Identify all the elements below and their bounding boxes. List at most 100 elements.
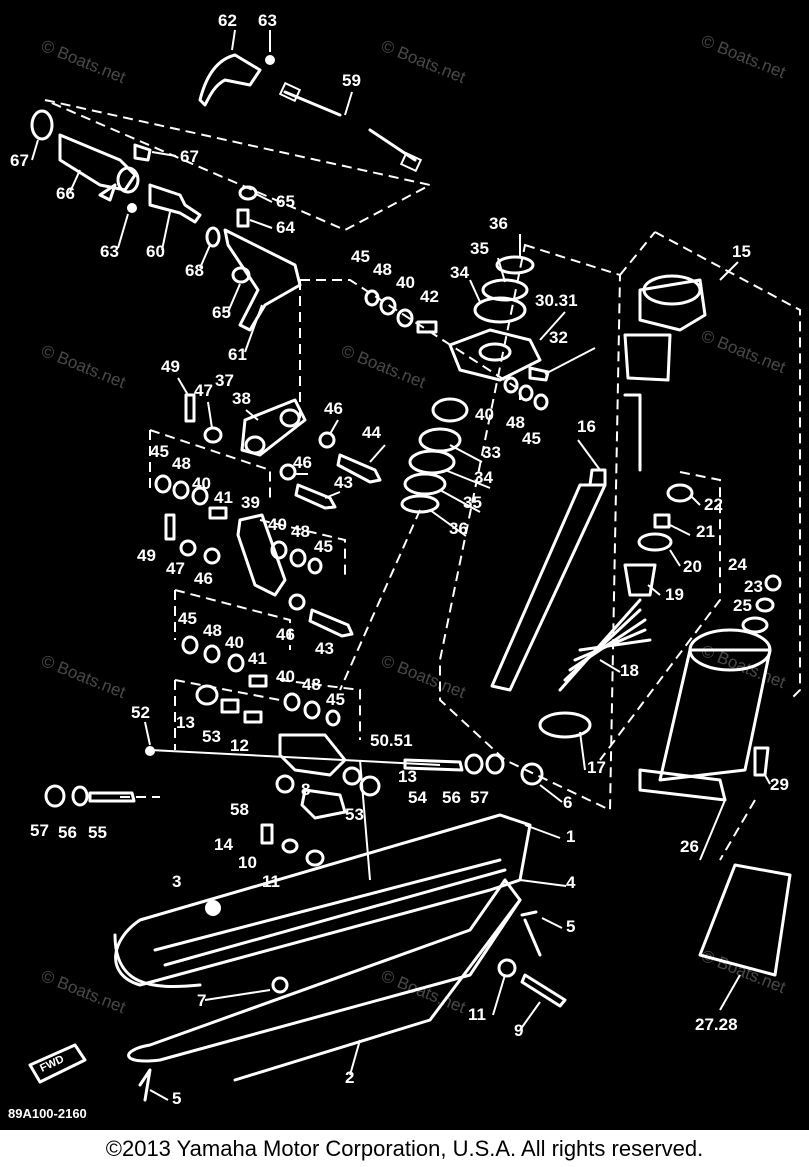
part-6-washer [520,762,544,786]
part-17-seat [538,711,592,739]
callout-35: 35 [463,493,482,512]
callout-24: 24 [728,555,747,574]
part-66-tube [58,133,137,192]
group-bracket [174,589,291,650]
callout-22: 22 [704,495,723,514]
group-outline-15 [654,231,801,701]
callout-44: 44 [362,423,381,442]
part-49-pin [164,513,176,541]
part-48-seal [518,384,534,402]
part-14-plate [260,823,274,845]
fwd-arrow-icon [28,1043,87,1084]
part-2-wear-bar [233,898,522,1082]
part-4-ski-runner [127,878,522,1063]
callout-34: 34 [450,263,469,282]
part-32-bolt [528,366,550,382]
shock-absorber [339,231,801,977]
part-11-nut [305,849,325,867]
callout-35: 35 [470,239,489,258]
callout-48: 48 [373,260,392,279]
part-48-seal [172,480,190,500]
callout-49: 49 [161,357,180,376]
part-65-washer [238,185,258,201]
callout-40: 40 [268,515,287,534]
part-58-cap [275,774,295,794]
callout-45: 45 [326,690,345,709]
steering-column-parts [30,53,433,332]
watermark: © Boats.net [39,341,129,392]
callout-37: 37 [215,371,234,390]
exploded-view-drawing: © Boats.net © Boats.net © Boats.net © Bo… [8,11,801,1121]
part-56-washer [71,785,89,807]
part-37-bushing [244,435,266,455]
part-13-bushing [195,684,219,706]
watermark: © Boats.net [339,341,429,392]
group-bracket [279,679,361,740]
callout-57: 57 [30,821,49,840]
callout-66: 66 [56,184,75,203]
group-bracket [149,429,271,500]
part-40-bushing [270,540,288,560]
part-15-body [623,333,672,382]
callout-46: 46 [324,399,343,418]
callout-38: 38 [232,389,251,408]
callout-56: 56 [58,823,77,842]
part-45-cap [325,709,341,727]
part-47-washer [179,539,197,557]
callout-6: 6 [563,793,572,812]
callout-45: 45 [314,537,333,556]
callout-56: 56 [442,788,461,807]
part-41-collar [208,506,228,520]
watermark: © Boats.net [39,651,129,702]
part-5-bolt [138,1068,152,1102]
callout-36: 36 [489,214,508,233]
callout-25: 25 [733,596,752,615]
callout-40: 40 [276,667,295,686]
callout-46: 46 [276,625,295,644]
part-24-nut [764,574,782,592]
part-43-bolt [294,483,337,510]
part-67-clip [98,183,117,202]
callout-18: 18 [620,661,639,680]
part-66-end [116,166,140,194]
callout-48: 48 [302,675,321,694]
parts-diagram: © Boats.net © Boats.net © Boats.net © Bo… [0,0,809,1130]
axis-line [359,759,371,881]
alignment-line [719,799,756,861]
part-8-block [300,788,347,820]
part-25-bushing [741,616,769,634]
watermark: © Boats.net [699,326,789,377]
part-46-nut [288,593,306,611]
part-55-bolt [88,791,136,803]
part-5-bolt [520,910,542,957]
callout-48: 48 [172,454,191,473]
part-36-washer [495,255,535,275]
callout-2: 2 [345,1068,354,1087]
callout-47: 47 [166,559,185,578]
part-19-stopper [623,563,657,597]
part-10-washer [281,838,299,854]
part-45-cap [364,289,380,307]
callout-50-51: 50.51 [370,731,413,750]
part-3-cap [205,900,221,916]
part-16-strut [490,483,607,692]
callout-68: 68 [185,261,204,280]
part-62-bracket [198,53,262,107]
part-16-rod [588,393,642,487]
callout-13: 13 [398,767,417,786]
callout-59: 59 [342,71,361,90]
part-48-seal [379,296,397,316]
part-45-cap [533,393,549,411]
part-46-nut [279,463,297,481]
part-57-nut [44,784,66,808]
callout-17: 17 [587,758,606,777]
part-42-collar [416,320,438,334]
part-67-clip [133,143,152,162]
part-40-bushing [431,397,469,423]
callout-4: 4 [566,873,576,892]
callout-12: 12 [230,736,249,755]
callout-19: 19 [665,585,684,604]
alignment-line [339,509,421,691]
callout-41: 41 [214,488,233,507]
callout-3: 3 [172,872,181,891]
